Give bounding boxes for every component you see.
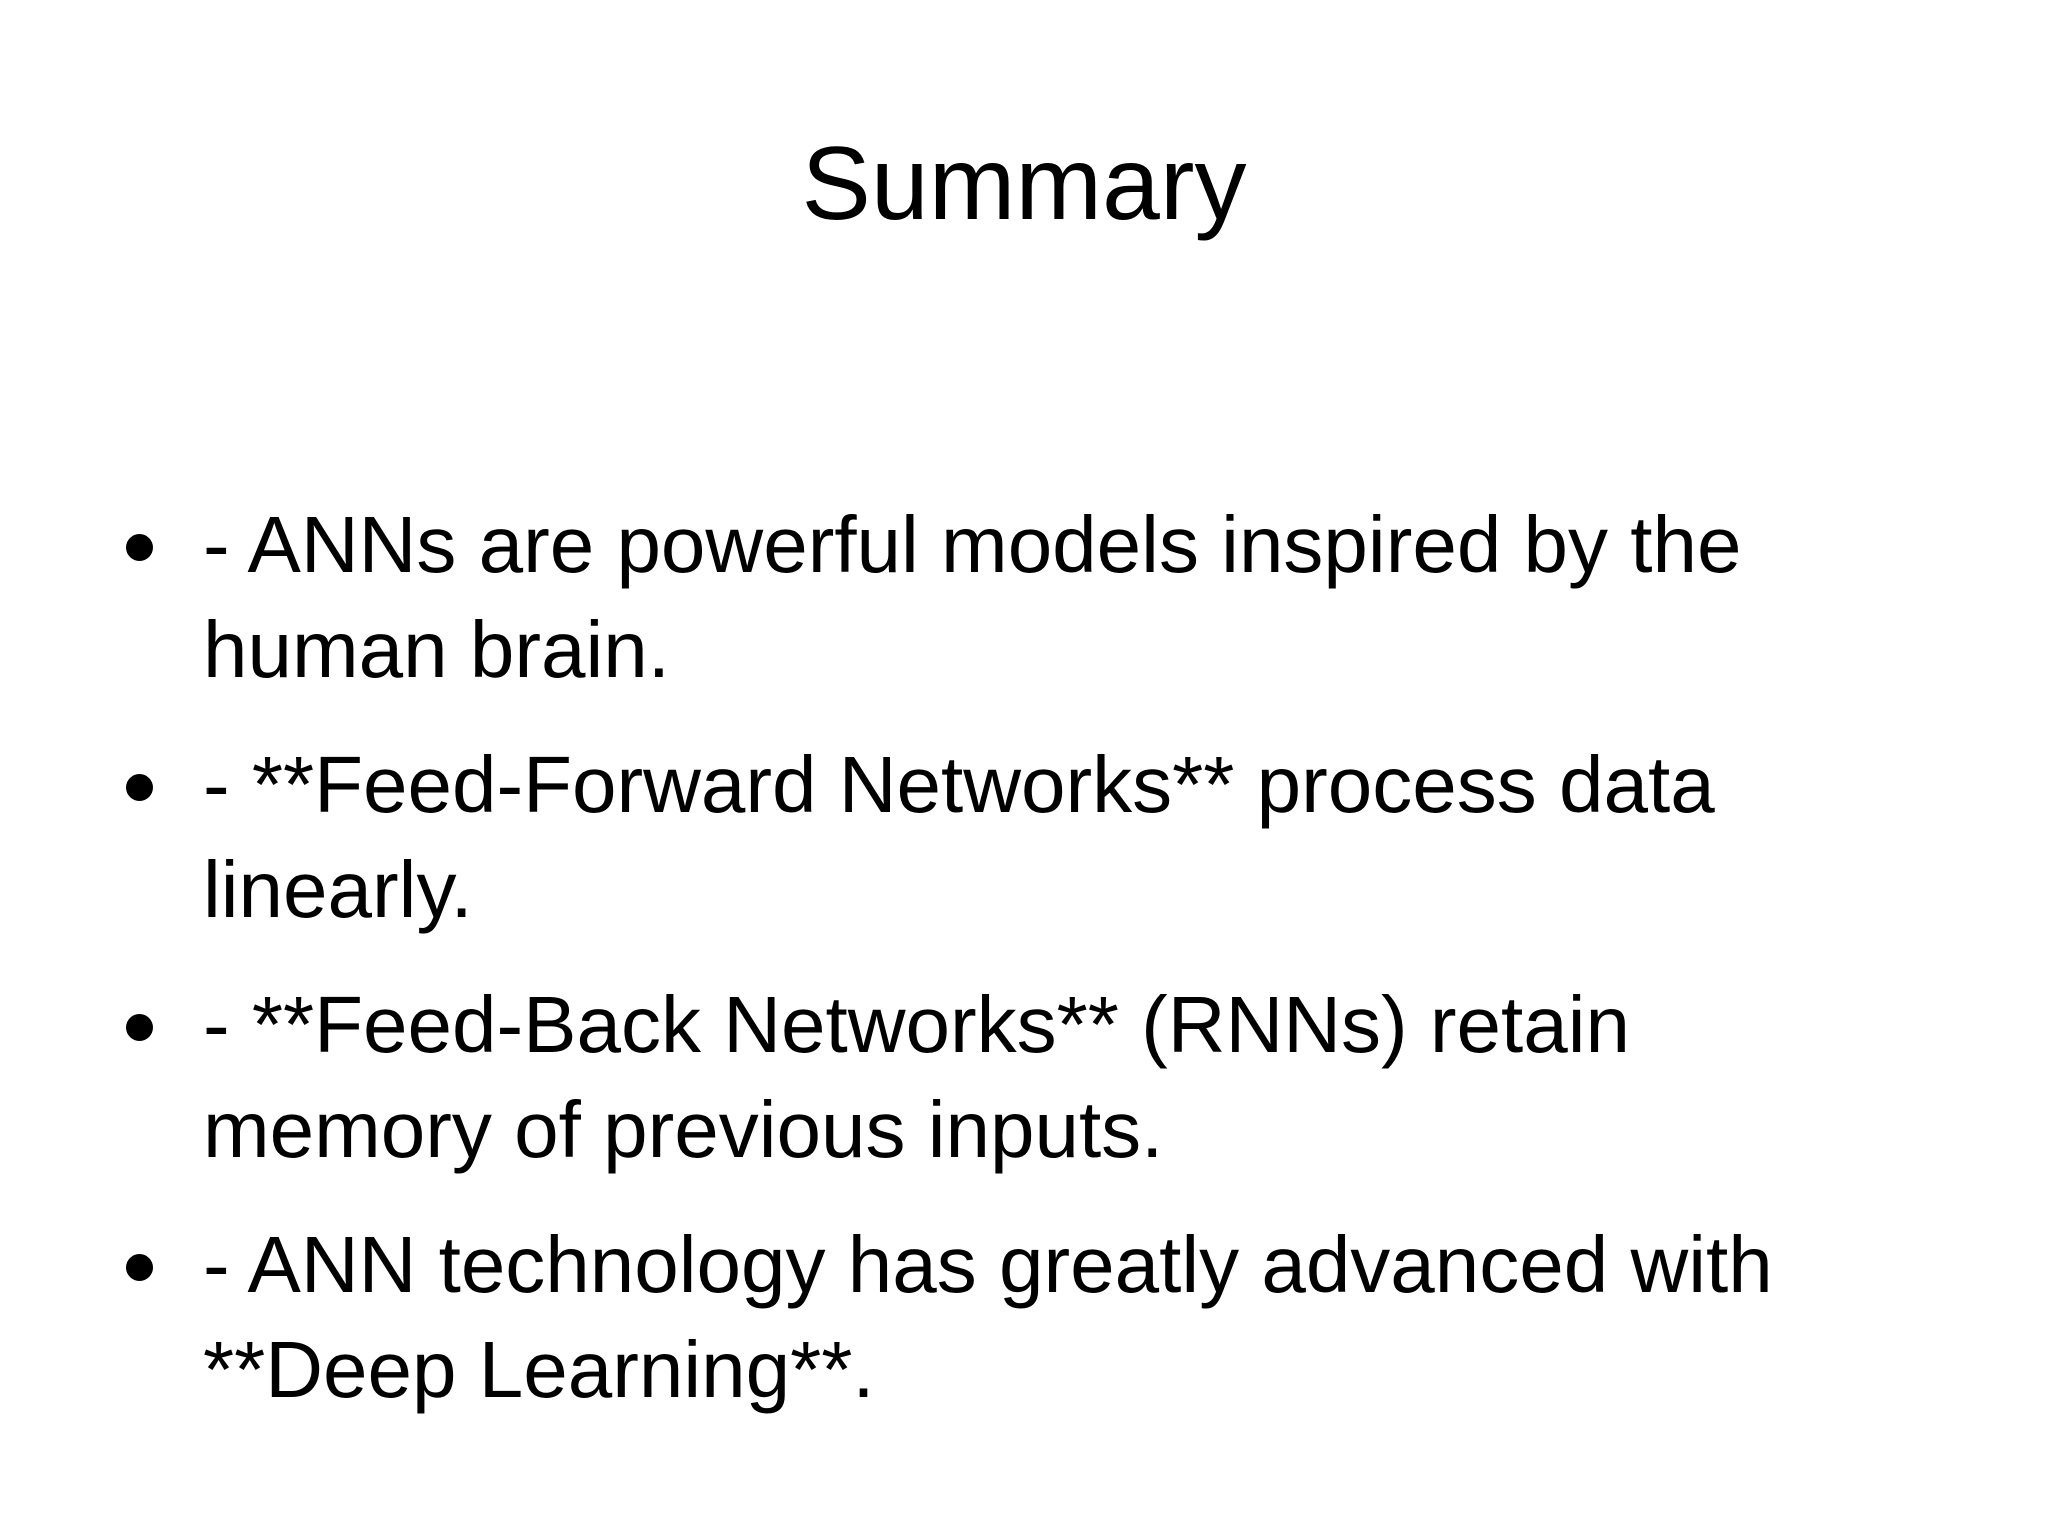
bullet-item: - ANN technology has greatly advanced wi… (120, 1212, 1988, 1422)
bullet-line: human brain. (203, 605, 670, 695)
bullet-line: - ANN technology has greatly advanced wi… (203, 1220, 1773, 1310)
bullet-line: memory of previous inputs. (203, 1085, 1164, 1175)
slide-title: Summary (801, 126, 1247, 242)
bullet-dot-icon (126, 534, 153, 562)
bullet-line: - ANNs are powerful models inspired by t… (203, 500, 1742, 590)
bullet-line: - **Feed-Forward Networks** process data (203, 740, 1715, 830)
bullet-line: linearly. (203, 845, 473, 935)
bullet-item: - ANNs are powerful models inspired by t… (120, 492, 1988, 702)
bullet-item: - **Feed-Back Networks** (RNNs) retain m… (120, 972, 1988, 1182)
bullet-dot-icon (126, 1254, 153, 1282)
bullet-list: - ANNs are powerful models inspired by t… (0, 492, 2048, 1422)
bullet-line: **Deep Learning**. (203, 1325, 875, 1415)
bullet-item: - **Feed-Forward Networks** process data… (120, 732, 1988, 942)
bullet-dot-icon (126, 774, 153, 802)
bullet-line: - **Feed-Back Networks** (RNNs) retain (203, 980, 1631, 1070)
bullet-dot-icon (126, 1014, 153, 1042)
